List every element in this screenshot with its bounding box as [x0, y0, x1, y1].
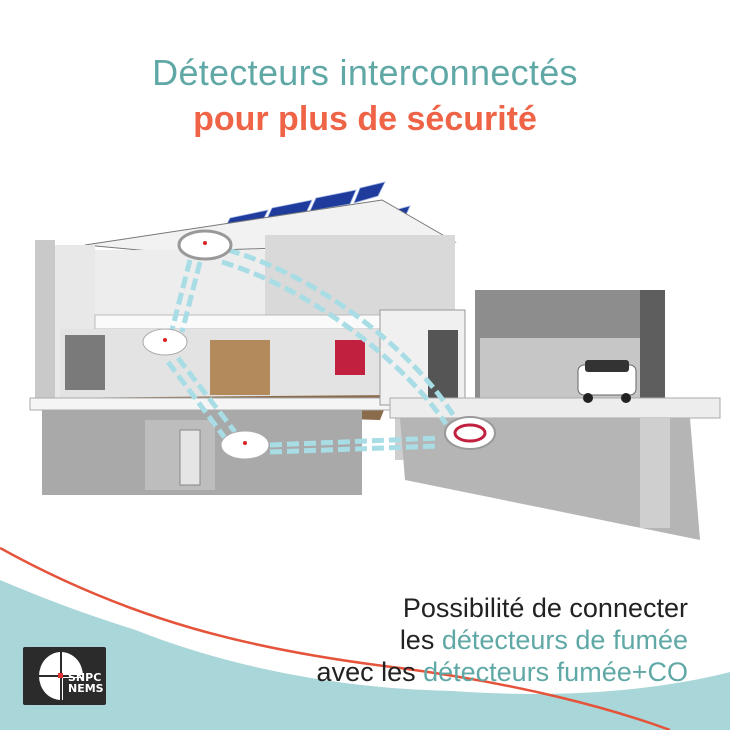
smoke-detector-icon: [177, 229, 233, 261]
caption-line-3: avec les détecteurs fumée+CO: [317, 656, 688, 688]
logo-emblem-icon: [39, 652, 85, 700]
caption: Possibilité de connecter les détecteurs …: [317, 592, 688, 688]
background-wave: [0, 560, 730, 730]
snpc-nems-logo: SNPC NEMS: [23, 647, 106, 705]
logo-line-2: NEMS: [68, 682, 104, 695]
title-line-2: pour plus de sécurité: [193, 100, 537, 138]
connection-arrow-icon: [166, 247, 458, 455]
smoke-co-detector-icon: [444, 416, 496, 450]
car-icon: [577, 360, 637, 403]
caption-line-3-prefix: avec les: [316, 657, 424, 687]
title-line-1: Détecteurs interconnectés: [152, 52, 578, 93]
smoke-detector-icon: [220, 430, 270, 460]
smoke-detector-icon: [142, 328, 188, 356]
caption-highlight-smoke: détecteurs de fumée: [441, 625, 688, 655]
caption-highlight-smoke-co: détecteurs fumée+CO: [423, 657, 688, 687]
caption-line-2-prefix: les: [399, 625, 442, 655]
caption-line-1: Possibilité de connecter: [402, 593, 688, 623]
wave-white-band: [0, 548, 730, 694]
wave-red-line: [0, 546, 671, 730]
house-cutaway: [29, 199, 466, 495]
caption-line-2: les détecteurs de fumée: [317, 624, 688, 656]
logo-line-1: SNPC: [68, 671, 102, 684]
logo-text: SNPC NEMS: [68, 672, 104, 694]
